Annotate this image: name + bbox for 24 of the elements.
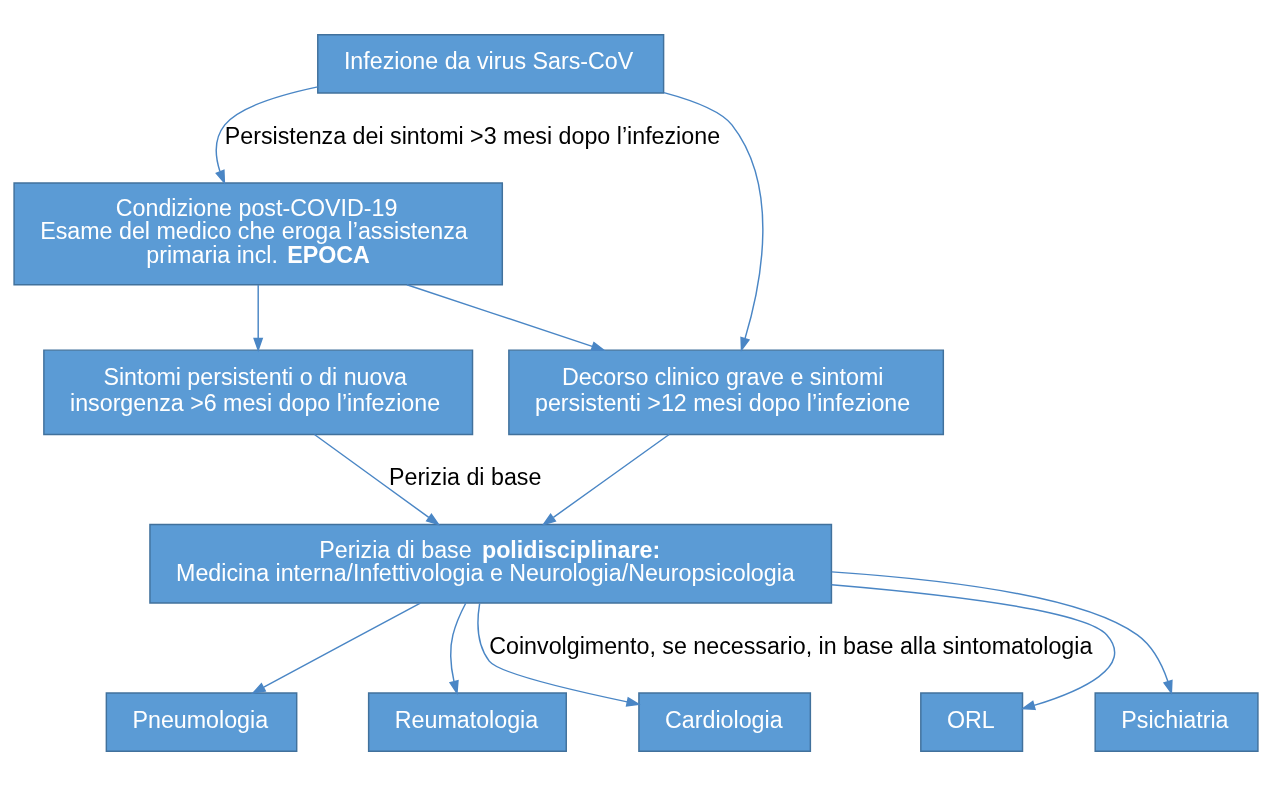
arrow	[313, 433, 441, 526]
arrow	[215, 85, 319, 185]
arrow	[830, 583, 1116, 710]
arrow	[831, 570, 1173, 695]
node-box: Condizione post-COVID-19 Esame del medico che eroga l’assistenza primaria incl. EPOCA	[13, 181, 504, 285]
node-box: Infezione da virus Sars-CoV	[317, 33, 665, 94]
arrow	[541, 433, 670, 526]
edge-label: Coinvolgimento, se necessario, in base alla sintomatologia	[489, 632, 1093, 659]
arrow	[253, 283, 264, 352]
node-box: Decorso clinico grave e sintomi persistenti >12 mesi dopo l’infezione	[508, 348, 945, 435]
arrow	[663, 91, 764, 352]
arrow	[251, 601, 422, 694]
arrow	[406, 283, 606, 351]
arrow	[448, 602, 467, 695]
node-box: Cardiologia	[638, 691, 812, 752]
edge-label: Persistenza dei sintomi >3 mesi dopo l’infezione	[224, 122, 721, 148]
node-box: Sintomi persistenti o di nuova insorgenza >6 mesi dopo l’infezione	[43, 348, 474, 435]
node-box: ORL	[920, 691, 1024, 752]
node-box: Reumatologia	[367, 691, 567, 752]
node-box: Psichiatria	[1094, 691, 1259, 752]
edge-label: Perizia di base	[388, 463, 542, 490]
node-box: Perizia di base polidisciplinare: Medicina interna/Infettivologia e Neurologia/Neuropsicologia	[149, 523, 833, 604]
arrow	[477, 602, 641, 707]
node-box: Pneumologia	[105, 691, 298, 752]
